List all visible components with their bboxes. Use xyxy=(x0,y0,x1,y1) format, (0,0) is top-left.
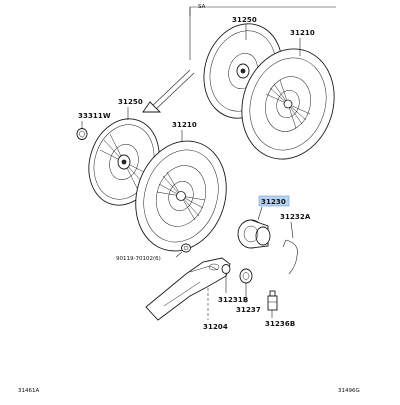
clutch-cover[interactable] xyxy=(122,129,240,263)
pivot-31237[interactable]: 31237 xyxy=(236,268,261,314)
label-90119: 90119-70102(6) xyxy=(116,256,161,262)
label-31232a: 31232A xyxy=(280,213,311,221)
direction-arrow xyxy=(142,69,195,113)
upper-labels: 31250 31210 xyxy=(232,16,315,56)
boot-31231b[interactable]: 31231B xyxy=(218,264,248,305)
release-bearing[interactable]: 31230 xyxy=(237,195,290,249)
label-33311w: 33311W xyxy=(78,112,111,120)
figure-code-left: 31461A xyxy=(18,388,39,394)
clip-31232a[interactable]: 31232A xyxy=(280,213,311,275)
sa-bracket: SA xyxy=(189,4,336,60)
label-31210: 31210 xyxy=(172,121,197,129)
label-31231b: 31231B xyxy=(218,296,248,304)
lower-labels: 31250 31210 xyxy=(118,98,197,142)
label-31236b: 31236B xyxy=(265,320,295,328)
bolt-33311w[interactable]: 33311W xyxy=(76,112,111,140)
label-31237: 31237 xyxy=(236,306,261,314)
sa-label: SA xyxy=(198,4,206,10)
label-31250: 31250 xyxy=(118,98,143,106)
upper-clutch-cover[interactable] xyxy=(228,37,348,171)
label-31250-top: 31250 xyxy=(232,16,257,24)
bolt-90119[interactable]: 90119-70102(6) xyxy=(116,243,191,262)
bearing-label-highlight xyxy=(258,195,290,207)
label-31204: 31204 xyxy=(203,323,228,331)
pivot-bolt-31236b[interactable]: 31236B xyxy=(265,290,295,328)
label-31230: 31230 xyxy=(261,198,286,206)
figure-code-right: 31496G xyxy=(338,388,360,394)
release-fork[interactable]: 31204 xyxy=(145,257,231,331)
label-31210-top: 31210 xyxy=(290,29,315,37)
